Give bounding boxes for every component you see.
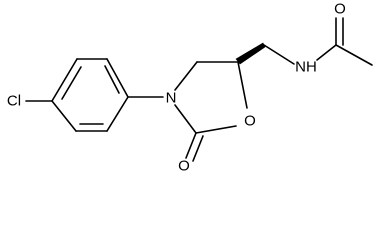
bond-c5-o1 — [237, 61, 248, 109]
atom-acetyl-oxygen: O — [334, 1, 346, 18]
atom-amide-nitrogen: NH — [295, 59, 317, 76]
bond-o1-c2 — [195, 125, 237, 134]
oxazolidinone-ring — [174, 61, 248, 134]
bond-ring-3 — [106, 58, 129, 98]
stereo-wedge-bond — [235, 42, 266, 65]
bond-nh-acyl — [316, 44, 337, 61]
bond-c2-n — [174, 104, 197, 134]
bond-ring-4 — [106, 96, 129, 132]
bond-ring-1 — [51, 58, 78, 102]
atom-carbonyl-oxygen: O — [178, 158, 190, 175]
bond-carbonyl-1 — [185, 132, 197, 159]
bond-acetyl-methyl — [335, 44, 373, 66]
bond-ring-inner-1 — [61, 66, 82, 100]
atom-ring-nitrogen: N — [166, 90, 177, 107]
bond-n-c4 — [174, 61, 198, 91]
chemical-structure: Cl N O O NH O — [7, 1, 373, 175]
chlorophenyl-ring — [51, 58, 129, 132]
atom-chlorine: Cl — [7, 93, 21, 110]
bond-ch2-nh — [263, 44, 295, 65]
bond-ring-6 — [51, 100, 77, 132]
bond-ring-inner-2 — [104, 65, 120, 94]
atom-ring-oxygen: O — [244, 113, 256, 130]
bond-carbonyl-2 — [192, 135, 204, 162]
